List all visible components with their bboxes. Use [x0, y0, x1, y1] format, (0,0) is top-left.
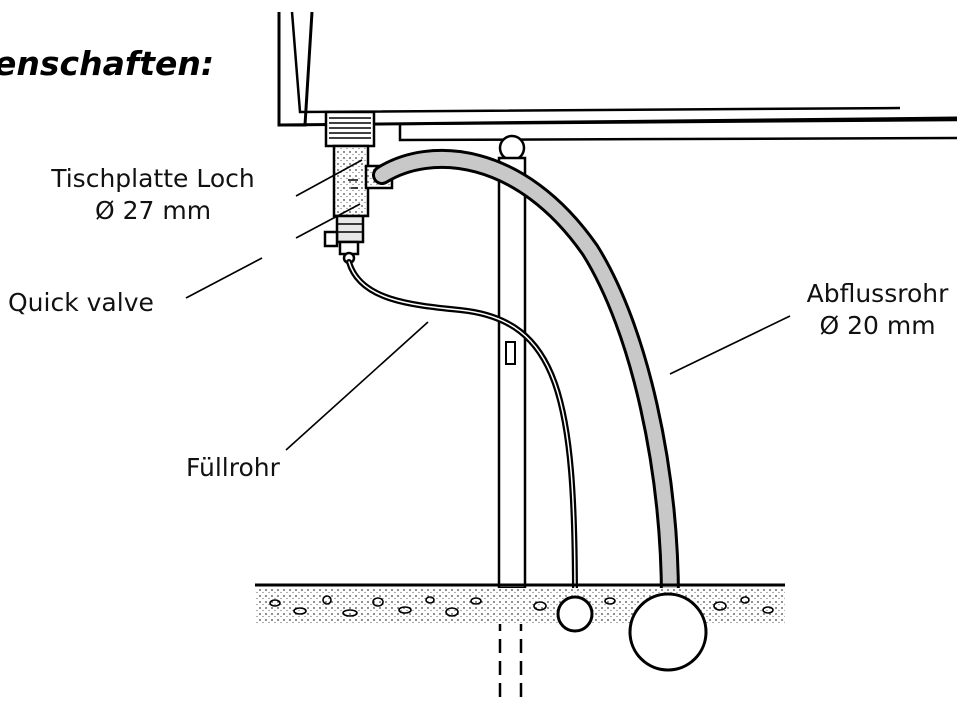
drain-pipe-label: Abflussrohr Ø 20 mm: [790, 278, 957, 342]
table-hole-fitting: [324, 110, 376, 148]
table-leg: [497, 134, 527, 702]
drain-pipe-label-size: Ø 20 mm: [819, 311, 936, 340]
table-top: [277, 11, 957, 142]
quick-valve-label: Quick valve: [8, 288, 154, 317]
section-heading: enschaften:: [0, 44, 215, 83]
drain-pipe-label-name: Abflussrohr: [806, 279, 949, 308]
leader-lines: [185, 159, 791, 451]
table-hole-label-size: Ø 27 mm: [94, 196, 212, 225]
fill-pipe-outlet: [556, 595, 594, 633]
quick-valve: [323, 214, 365, 265]
table-hole-label-name: Tischplatte Loch: [51, 164, 255, 193]
drain-pipe-outlet: [628, 592, 708, 672]
table-hole-label: Tischplatte Loch Ø 27 mm: [28, 163, 278, 227]
fill-pipe-label: Füllrohr: [186, 453, 280, 482]
fill-pipe: [346, 259, 578, 603]
drain-pipe: [372, 148, 680, 610]
ground: [255, 583, 785, 672]
